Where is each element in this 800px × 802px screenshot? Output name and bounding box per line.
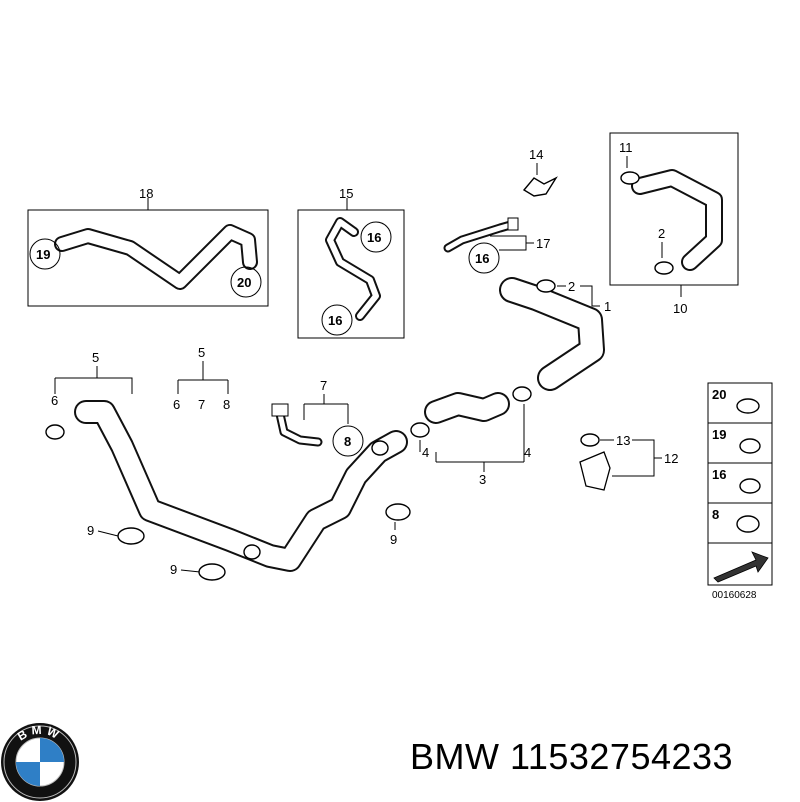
legend-clamp-16 xyxy=(739,478,761,494)
callout-8: 8 xyxy=(223,397,230,412)
callout-20: 20 xyxy=(237,275,251,290)
callout-11: 11 xyxy=(619,140,633,155)
legend-label-19: 19 xyxy=(712,427,726,442)
legend-clamp-20 xyxy=(736,398,760,414)
callout-2: 2 xyxy=(658,226,665,241)
callout-18: 18 xyxy=(139,186,153,201)
callout-8: 8 xyxy=(344,434,351,449)
callout-5: 5 xyxy=(92,350,99,365)
diagram-code: 00160628 xyxy=(712,590,757,601)
callout-19: 19 xyxy=(36,247,50,262)
callout-6: 6 xyxy=(173,397,180,412)
callout-group-5: 5 6 7 8 xyxy=(173,345,230,412)
callout-5: 5 xyxy=(198,345,205,360)
legend-arrow xyxy=(713,551,769,583)
callout-16: 16 xyxy=(367,230,381,245)
callout-13: 13 xyxy=(616,433,630,448)
part-14-clip: 14 xyxy=(522,147,558,197)
legend-label-8: 8 xyxy=(712,507,719,522)
part-9-clamps: 9 9 9 xyxy=(87,503,411,581)
detail-box-15: 15 16 16 xyxy=(297,186,405,339)
bmw-logo: BMW xyxy=(1,723,79,801)
legend-clamp-8 xyxy=(736,515,760,533)
part-7-hose: 7 8 xyxy=(271,378,364,457)
callout-9: 9 xyxy=(170,562,177,577)
callout-15: 15 xyxy=(339,186,353,201)
callout-4: 4 xyxy=(524,445,531,460)
callout-3: 3 xyxy=(479,472,486,487)
callout-14: 14 xyxy=(529,147,543,162)
detail-box-10: 10 11 2 xyxy=(609,132,739,316)
callout-7: 7 xyxy=(320,378,327,393)
part-3-hose: 4 4 3 xyxy=(410,386,532,487)
part-5-hose: 5 6 xyxy=(45,350,408,572)
legend-clamp-19 xyxy=(739,438,761,454)
clamp-legend-panel: 20 19 16 8 00160628 xyxy=(707,382,773,601)
legend-label-16: 16 xyxy=(712,467,726,482)
callout-4: 4 xyxy=(422,445,429,460)
callout-16: 16 xyxy=(328,313,342,328)
callout-9: 9 xyxy=(87,523,94,538)
callout-17: 17 xyxy=(536,236,550,251)
callout-1: 1 xyxy=(604,299,611,314)
brand-caption: BMW 11532754233 xyxy=(410,736,734,777)
detail-box-18: 18 19 20 xyxy=(27,186,269,307)
callout-6: 6 xyxy=(51,393,58,408)
legend-label-20: 20 xyxy=(712,387,726,402)
part-12-bracket: 13 12 xyxy=(579,433,678,491)
svg-text:BMW: BMW xyxy=(15,723,65,744)
callout-2: 2 xyxy=(568,279,575,294)
part-1-hose: 2 1 xyxy=(499,277,611,391)
callout-12: 12 xyxy=(664,451,678,466)
callout-16: 16 xyxy=(475,251,489,266)
part-17-hose: 16 17 xyxy=(443,217,550,274)
callout-9: 9 xyxy=(390,532,397,547)
callout-10: 10 xyxy=(673,301,687,316)
callout-7: 7 xyxy=(198,397,205,412)
